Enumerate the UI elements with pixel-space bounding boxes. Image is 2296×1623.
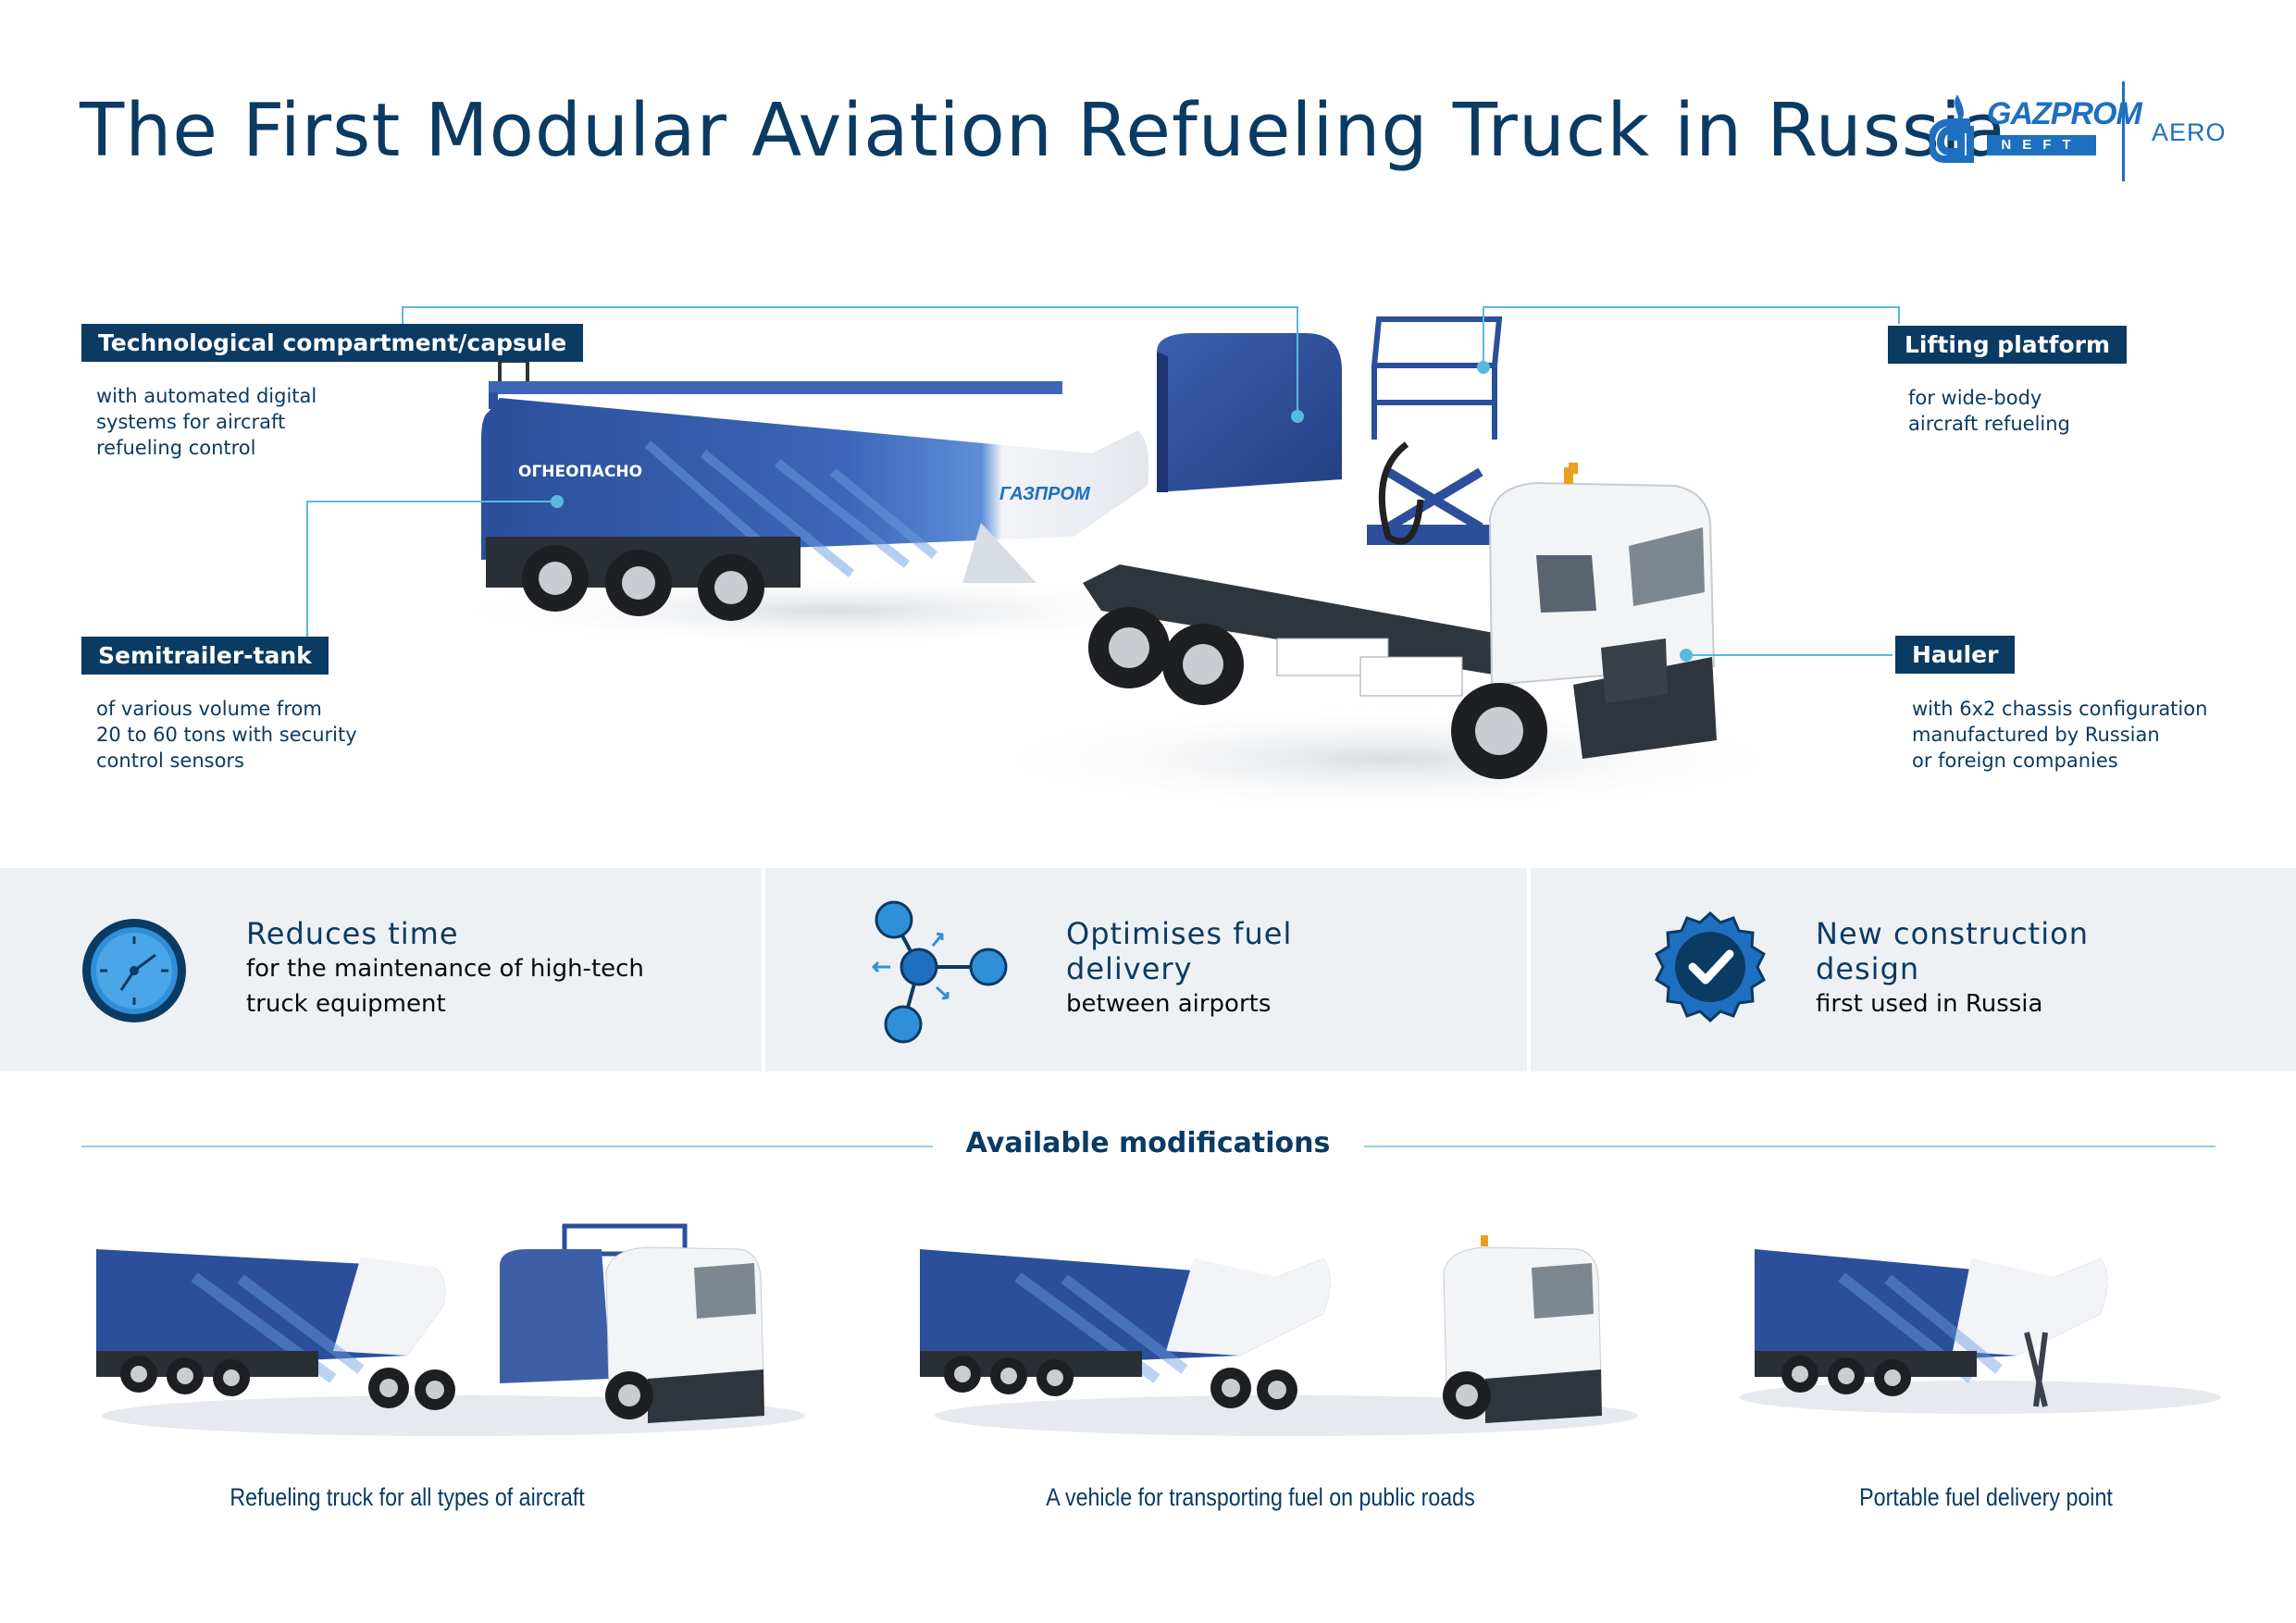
truck-wheel [1036,1359,1074,1396]
modification-caption: Refueling truck for all types of aircraf… [230,1483,585,1511]
truck-wheel [167,1357,204,1394]
hauler-wheel [1451,683,1547,779]
trailer-wheel [698,554,764,621]
network-icon [871,900,1008,1044]
trailer-wheel [522,545,589,612]
feature-text: first used in Russia [1816,990,2043,1018]
callout-text-lifting: for wide-body aircraft refueling [1908,387,2070,435]
truck-wheel [990,1357,1027,1394]
callout-label-compartment: Technological compartment/capsule [81,324,584,362]
modification-caption: A vehicle for transporting fuel on publi… [1046,1483,1475,1511]
callout-text-hauler: with 6x2 chassis configuration manufactu… [1912,698,2208,772]
clock-icon [82,919,186,1022]
benefits-divider [1527,868,1531,1072]
logo-text-neft: NEFT [1987,135,2096,155]
truck-wheel [415,1369,455,1410]
lifting-platform-illustration [1367,316,1503,545]
truck-wheel [120,1356,157,1393]
truck-wheel [944,1356,981,1393]
hauler-wheel [1162,624,1244,705]
modifications-rule-left [81,1146,933,1147]
truck-wheel [1257,1369,1297,1410]
feature-title: New construction design [1816,916,2089,986]
modifications-heading: Available modifications [965,1127,1331,1159]
logo-text-gazprom: GAZPROM [1987,96,2142,131]
feature-text: between airports [1066,990,1272,1018]
trailer-wheel [1828,1357,1865,1394]
feature-new-design: New construction design first used in Ru… [1816,916,2089,1022]
hauler-wheel [1088,607,1170,688]
gazprom-neft-aero-logo: GAZPROM NEFT AERO [1930,81,2226,183]
modification-portable-point-image [1740,1249,2221,1414]
truck-wheel [213,1359,250,1396]
modifications-rule-right [1364,1146,2215,1147]
benefits-band [0,868,2296,1072]
trailer-wheel [605,550,672,616]
logo-text-aero: AERO [2152,118,2227,146]
trailer-wheel [1874,1359,1911,1396]
callout-label-lifting: Lifting platform [1888,326,2128,364]
tank-warning-text: ОГНЕОПАСНО [518,463,642,481]
callout-label-hauler: Hauler [1895,636,2016,674]
callout-text-semitrailer: of various volume from 20 to 60 tons wit… [96,698,357,772]
feature-reduces-time: Reduces time for the maintenance of high… [246,916,644,1022]
truck-wheel [605,1371,653,1419]
check-badge-icon [1655,911,1766,1023]
page-title: The First Modular Aviation Refueling Tru… [80,88,2008,173]
modification-refueling-truck-image [96,1223,805,1436]
trailer-wheel [1781,1356,1818,1393]
benefits-divider [762,868,765,1072]
modification-caption: Portable fuel delivery point [1859,1483,2113,1511]
hauler-illustration [1083,463,1717,779]
tank-logo-text: ГАЗПРОМ [999,484,1091,504]
feature-optimises-fuel: Optimises fuel delivery between airports [1066,916,1292,1022]
feature-title: Reduces time [246,916,459,951]
truck-wheel [1443,1371,1491,1419]
truck-wheel [1210,1368,1251,1408]
main-truck-illustration: ОГНЕОПАСНО ГАЗПРОМ [435,316,1805,814]
callout-connectors [306,306,1900,662]
gazprom-flame-icon [1930,94,1974,163]
callout-label-semitrailer: Semitrailer-tank [81,637,329,675]
callout-text-compartment: with automated digital systems for aircr… [96,385,317,459]
feature-title: Optimises fuel delivery [1066,916,1293,986]
modification-transport-vehicle-image [920,1235,1638,1436]
technological-capsule-illustration [1157,333,1342,492]
truck-wheel [368,1368,409,1408]
semitrailer-tank-illustration: ОГНЕОПАСНО ГАЗПРОМ [481,359,1149,621]
logo-divider [2122,81,2125,181]
feature-text: for the maintenance of high-tech truck e… [246,955,644,1018]
